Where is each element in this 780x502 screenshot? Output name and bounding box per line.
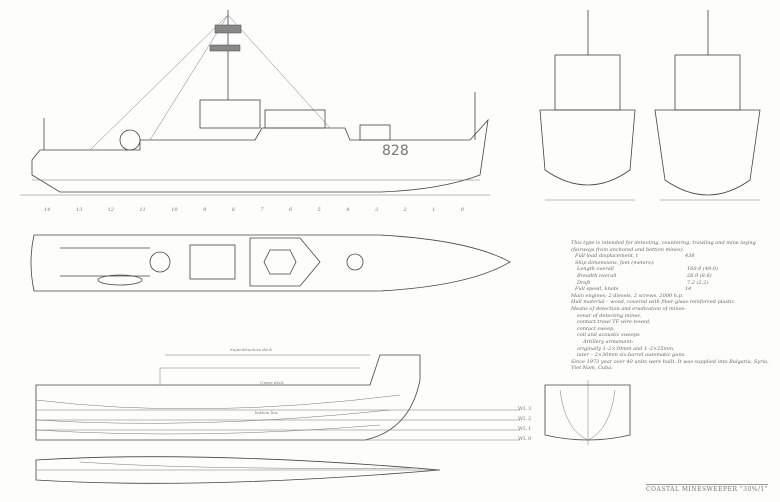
spec-key: Breadth overall	[577, 272, 617, 279]
station-label: 11	[139, 207, 146, 213]
bottom-line-label: bottom line	[255, 410, 279, 415]
spec-subline: Artillery armament:	[583, 338, 634, 345]
spec-subline: sonar of detecting mines,	[577, 312, 642, 319]
spec-line: Main engines: 2 diesels, 2 screws, 2000 …	[571, 292, 684, 299]
station-label: 13	[75, 207, 83, 213]
station-numbers: 14 13 12 11 10 9 8 7 6 5 4 3 2 1 0	[44, 207, 464, 213]
side-profile	[20, 10, 490, 196]
spec-row: Breadth overall 28.9 (8.8)	[571, 273, 771, 280]
station-label: 3	[374, 207, 378, 213]
spec-key: Full-load displacement, t	[575, 253, 638, 260]
station-label: 0	[460, 207, 464, 213]
superstructure-label: Superstructure deck	[230, 347, 272, 352]
drawing-title: COASTAL MINESWEEPER "30%/1"	[646, 484, 769, 493]
lines-plan	[35, 354, 520, 484]
station-label: 5	[317, 207, 321, 213]
spec-intro: This type is intended for detecting, cou…	[571, 240, 756, 253]
spec-key: Full speed, knots	[575, 286, 619, 293]
spec-key: Draft	[577, 279, 591, 286]
spec-footer: Since 1973 year over 40 units were built…	[571, 358, 769, 372]
spec-row: Length overall 160.9 (49.0)	[571, 266, 771, 273]
waterline-label: WL 1	[518, 426, 532, 432]
spec-key: Ship dimensions, feet (meters):	[575, 259, 655, 266]
spec-subline: later – 2×30mm six-barrel automatic guns…	[577, 352, 686, 359]
spec-key: Length overall	[577, 266, 614, 273]
spec-row: Draft 7.2 (2.2)	[571, 280, 771, 287]
hull-number: 828	[382, 143, 409, 159]
station-label: 12	[107, 207, 114, 213]
waterline-label: WL 3	[518, 406, 532, 412]
waterline-label: WL 0	[518, 436, 532, 442]
bow-view	[654, 10, 761, 201]
spec-row: Full-load displacement, t 438	[571, 253, 771, 260]
spec-value: 160.9 (49.0)	[687, 266, 718, 273]
spec-subline: contact sweep,	[577, 325, 615, 332]
spec-row: Full speed, knots 14	[571, 286, 771, 293]
station-label: 4	[346, 207, 350, 213]
station-label: 1	[432, 207, 436, 213]
body-plan	[544, 380, 631, 445]
spec-line: Means of detection and eradication of mi…	[571, 305, 686, 312]
upper-deck-label: Upper deck	[260, 380, 284, 385]
waterline-label: WL 2	[518, 416, 532, 422]
spec-line: Hull material – wood, covered with fiber…	[571, 299, 735, 306]
spec-value: 7.2 (2.2)	[687, 279, 709, 286]
spec-value: 438	[685, 253, 695, 260]
spec-value: 28.9 (8.8)	[687, 272, 712, 279]
spec-subline: contact trawl TF wire-towed,	[577, 319, 651, 326]
station-label: 8	[231, 207, 235, 213]
station-label: 2	[403, 207, 407, 213]
spec-subline: originally 1–2×30mm and 1–2×25mm,	[577, 345, 675, 352]
station-label: 10	[171, 207, 178, 213]
stern-view	[539, 10, 636, 201]
spec-value: 14	[685, 286, 692, 293]
spec-row: Ship dimensions, feet (meters):	[571, 260, 771, 267]
spec-subline: coil and acoustic sweeps	[577, 332, 640, 339]
plan-view	[30, 234, 511, 292]
station-label: 6	[288, 207, 293, 213]
station-label: 14	[44, 207, 51, 213]
station-label: 7	[260, 207, 264, 213]
station-label: 9	[203, 207, 207, 213]
specifications-block: This type is intended for detecting, cou…	[571, 240, 771, 372]
